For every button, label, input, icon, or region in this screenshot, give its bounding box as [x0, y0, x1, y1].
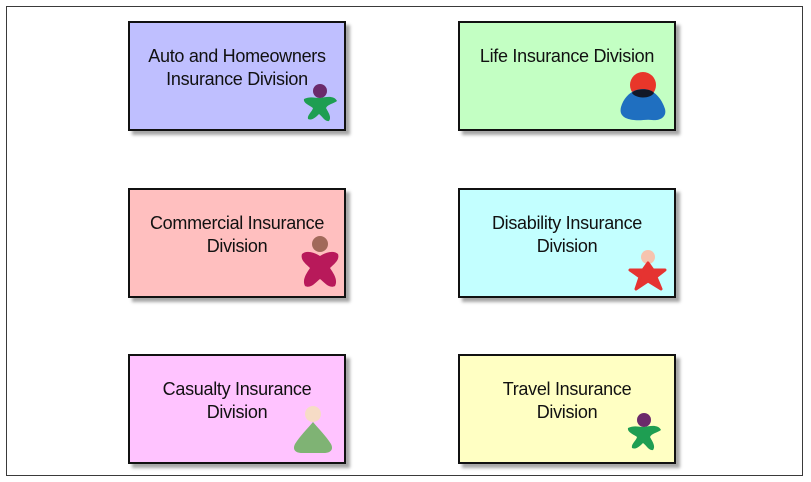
division-box-life: Life Insurance Division — [458, 21, 676, 131]
division-box-casualty: Casualty Insurance Division — [128, 354, 346, 464]
blue-red-person-icon — [620, 72, 666, 121]
green-person-icon — [627, 413, 661, 451]
division-label: Life Insurance Division — [479, 46, 655, 66]
division-label: Travel Insurance Division — [502, 379, 632, 422]
crimson-person-icon — [301, 236, 339, 287]
green-person-icon — [303, 84, 337, 122]
division-label: Disability Insurance Division — [491, 213, 643, 256]
division-box-commercial: Commercial Insurance Division — [128, 188, 346, 298]
division-box-travel: Travel Insurance Division — [458, 354, 676, 464]
division-label: Casualty Insurance Division — [162, 379, 312, 422]
red-star-person-icon — [628, 250, 667, 291]
division-box-disability: Disability Insurance Division — [458, 188, 676, 298]
division-box-auto-homeowners: Auto and Homeowners Insurance Division — [128, 21, 346, 131]
division-label: Commercial Insurance Division — [149, 213, 325, 256]
diagram-frame — [6, 6, 803, 476]
green-triangle-person-icon — [293, 406, 333, 453]
division-label: Auto and Homeowners Insurance Division — [148, 46, 326, 89]
